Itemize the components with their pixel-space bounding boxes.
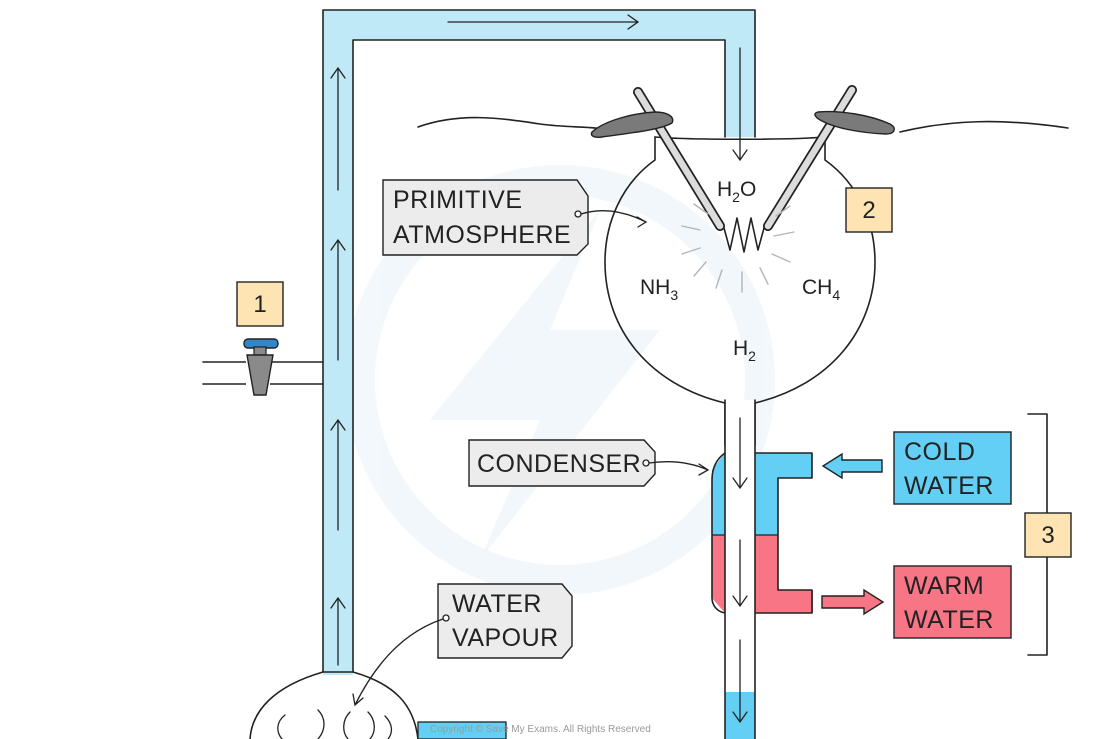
chem-water: H2O [717,178,756,205]
svg-text:WARM: WARM [904,572,984,600]
svg-text:CONDENSER: CONDENSER [477,450,641,478]
spark-discharge [681,203,795,293]
svg-text:WATER: WATER [904,606,994,634]
cold-water-box: COLD WATER [893,431,1012,505]
copyright-text: Copyright © Save My Exams. All Rights Re… [430,724,651,735]
chem-methane: CH4 [802,276,840,303]
water-surface-right [899,120,1069,133]
svg-text:2: 2 [862,197,875,224]
flow-arrows [330,14,748,666]
marker-2: 2 [845,187,893,233]
valve-icon [243,338,279,396]
svg-text:COLD: COLD [904,438,975,466]
svg-text:VAPOUR: VAPOUR [452,624,559,652]
svg-text:3: 3 [1041,522,1054,549]
svg-text:WATER: WATER [904,472,994,500]
warm-water-box: WARM WATER [893,565,1012,639]
condenser-tag: CONDENSER [468,439,710,487]
chem-ammonia: NH3 [640,276,678,303]
marker-1: 1 [236,281,284,327]
marker-3: 3 [1024,512,1072,558]
svg-text:WATER: WATER [452,590,542,618]
primitive-atmosphere-tag: PRIMITIVE ATMOSPHERE [382,179,648,256]
svg-text:ATMOSPHERE: ATMOSPHERE [393,221,571,249]
water-surface-left [417,116,611,131]
chem-hydrogen: H2 [733,337,756,364]
electrode-right [763,85,895,231]
cold-water-arrow-icon [821,452,883,480]
svg-text:1: 1 [253,291,266,318]
water-vapour-tag: WATER VAPOUR [352,583,573,707]
warm-water-arrow-icon [821,588,885,616]
electrode-left [590,87,725,231]
svg-text:PRIMITIVE: PRIMITIVE [393,186,523,214]
boiling-flask [249,671,507,739]
drain-tube [724,399,756,739]
